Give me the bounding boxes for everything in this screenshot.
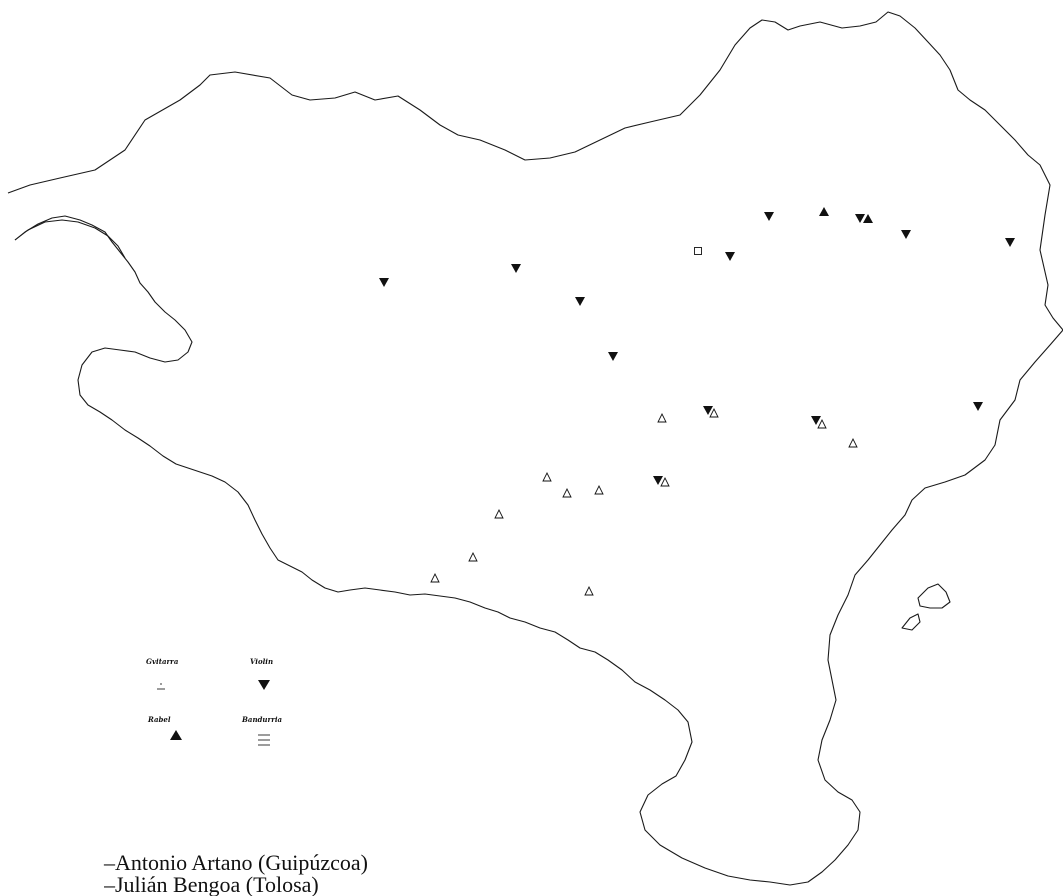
rebec-marker	[863, 214, 873, 223]
violin-marker	[379, 278, 389, 287]
islet-outline	[917, 583, 951, 609]
legend-rebec-symbol	[170, 730, 182, 740]
rebec-marker	[819, 207, 829, 216]
map-legend: Gvitarra Violin Rabel Bandurria	[146, 657, 283, 746]
violin-marker	[901, 230, 911, 239]
guitar-marker	[584, 585, 594, 596]
legend-violin-symbol	[258, 680, 270, 690]
violin-marker	[703, 406, 713, 415]
western-bay-outline	[14, 219, 126, 259]
caption-line-1: –Antonio Artano (Guipúzcoa)	[104, 850, 368, 875]
violin-marker	[608, 352, 618, 361]
legend-label-bandurria: Bandurria	[241, 715, 283, 724]
guitar-marker	[594, 484, 604, 495]
violin-marker	[725, 252, 735, 261]
guitar-marker	[657, 412, 667, 423]
bandurria-marker	[694, 247, 702, 255]
caption-line-2: –Julián Bengoa (Tolosa)	[104, 874, 319, 896]
violin-marker	[575, 297, 585, 306]
guitar-marker	[848, 437, 858, 448]
legend-label-violin: Violin	[250, 657, 273, 666]
basque-country-outline	[7, 11, 1063, 886]
violin-marker	[811, 416, 821, 425]
guitar-marker	[430, 572, 440, 583]
guitar-marker	[542, 471, 552, 482]
violin-marker	[511, 264, 521, 273]
legend-label-guitar: Gvitarra	[146, 657, 179, 666]
legend-bandurria-symbol	[258, 734, 270, 746]
instrument-markers	[379, 207, 1015, 596]
guitar-marker	[817, 418, 827, 429]
islet-tail-outline	[901, 613, 921, 631]
violin-marker	[653, 476, 663, 485]
guitar-marker	[468, 551, 478, 562]
guitar-marker	[709, 407, 719, 418]
guitar-marker	[494, 508, 504, 519]
violin-marker	[973, 402, 983, 411]
violin-marker	[855, 214, 865, 223]
violin-marker	[764, 212, 774, 221]
legend-guitar-symbol	[157, 683, 165, 690]
guitar-marker	[562, 487, 572, 498]
guitar-marker	[660, 476, 670, 487]
violin-marker	[1005, 238, 1015, 247]
legend-label-rebec: Rabel	[147, 715, 171, 724]
